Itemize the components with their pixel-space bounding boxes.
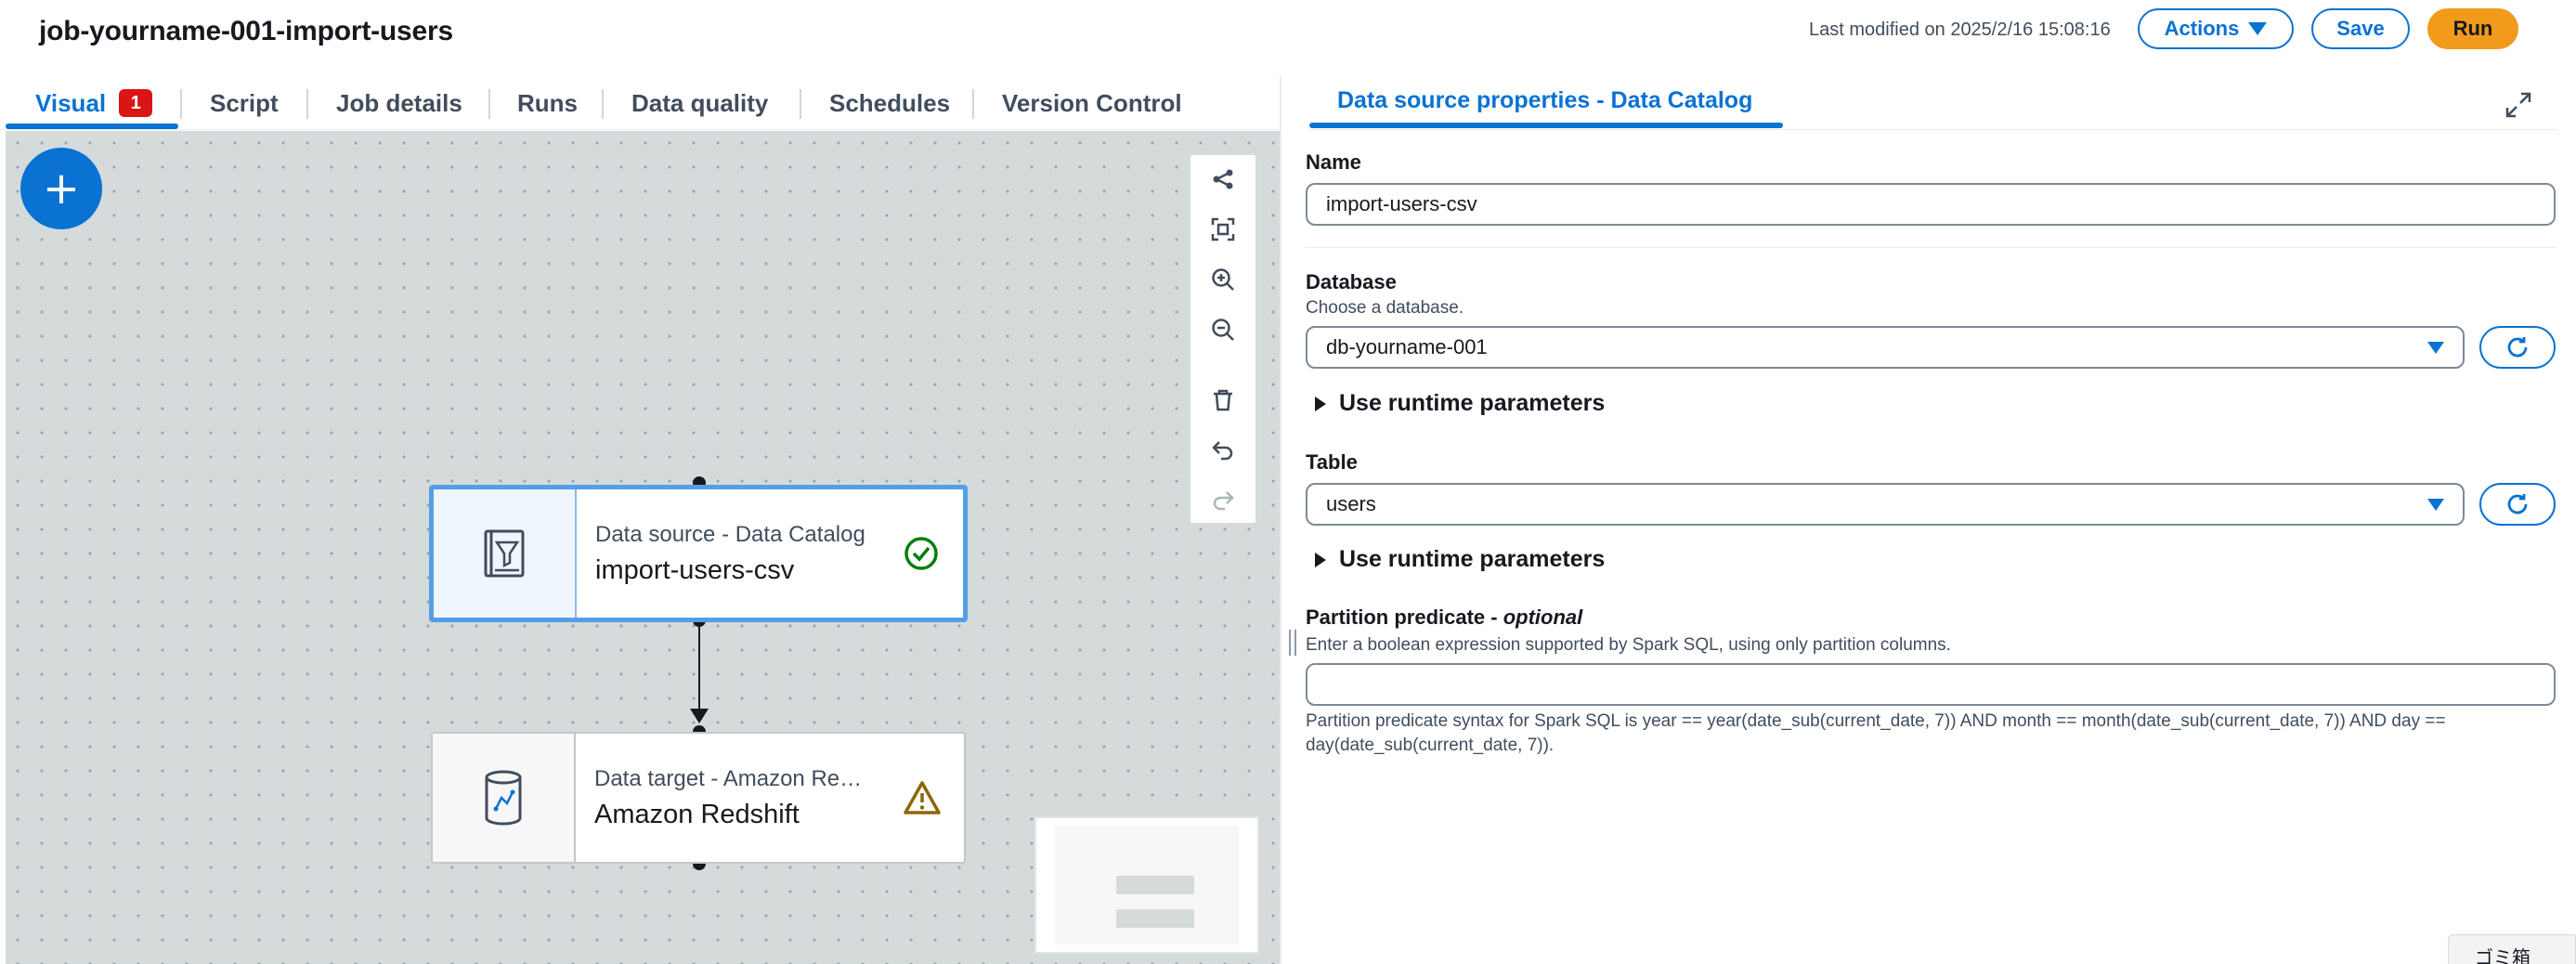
active-tab-indicator [1309, 123, 1783, 128]
canvas-minimap[interactable] [1034, 816, 1259, 954]
layout-icon[interactable] [1201, 157, 1245, 202]
tab-schedules[interactable]: Schedules [829, 88, 951, 117]
partition-predicate-description: Enter a boolean expression supported by … [1306, 635, 1951, 655]
caret-right-icon [1315, 552, 1326, 567]
database-selected-value: db-yourname-001 [1326, 335, 1488, 358]
zoom-in-icon[interactable] [1201, 257, 1245, 302]
database-select[interactable]: db-yourname-001 [1306, 326, 2465, 369]
panel-divider [1280, 76, 1281, 964]
tab-job-details[interactable]: Job details [336, 88, 462, 117]
undo-icon[interactable] [1201, 428, 1245, 473]
tab-divider [602, 89, 604, 119]
runtime-parameters-expander[interactable]: Use runtime parameters [1315, 546, 1605, 573]
panel-resize-handle[interactable] [1289, 630, 1296, 656]
tab-version-control[interactable]: Version Control [1002, 88, 1182, 117]
tab-divider [180, 89, 182, 119]
partition-predicate-input[interactable] [1306, 663, 2556, 706]
minimap-node [1116, 876, 1194, 894]
minimap-node [1116, 909, 1194, 928]
node-data-target[interactable]: Data target - Amazon Redshift Amazon Red… [431, 732, 966, 864]
refresh-icon [2507, 337, 2528, 358]
node-name-label: Amazon Redshift [594, 799, 800, 829]
tab-script[interactable]: Script [210, 88, 279, 117]
active-tab-indicator [6, 124, 178, 129]
database-label: Database [1306, 270, 1397, 293]
partition-predicate-hint: Partition predicate syntax for Spark SQL… [1306, 711, 2446, 755]
redo-icon[interactable] [1201, 478, 1245, 523]
expander-label: Use runtime parameters [1339, 390, 1606, 416]
tab-divider [306, 89, 308, 119]
partition-predicate-label: Partition predicate - optional [1306, 606, 1583, 629]
data-catalog-icon [484, 529, 525, 578]
chevron-down-icon [2427, 341, 2444, 354]
caret-right-icon [1315, 396, 1326, 411]
warning-icon [904, 781, 941, 814]
table-select[interactable]: users [1306, 483, 2465, 526]
expander-label: Use runtime parameters [1339, 546, 1606, 572]
delete-icon[interactable] [1201, 378, 1245, 423]
node-type-label: Data target - Amazon Redshift [594, 765, 873, 791]
trash-tab[interactable]: ゴミ箱 [2448, 934, 2576, 964]
chevron-down-icon [2427, 498, 2444, 511]
tab-divider [800, 89, 801, 119]
name-input[interactable]: import-users-csv [1306, 183, 2556, 226]
optional-marker: optional [1503, 606, 1583, 629]
save-button[interactable]: Save [2311, 8, 2410, 49]
visual-canvas[interactable]: + [6, 131, 1280, 964]
node-type-label: Data source - Data Catalog [595, 521, 865, 547]
tab-data-source-properties[interactable]: Data source properties - Data Catalog [1337, 87, 1753, 113]
actions-button[interactable]: Actions [2138, 8, 2294, 49]
error-count-badge: 1 [119, 89, 153, 117]
last-modified-text: Last modified on 2025/2/16 15:08:16 [1809, 20, 2111, 40]
job-tabs: Visual 1 Script Job details Runs Data qu… [0, 76, 1280, 130]
add-node-button[interactable]: + [20, 148, 102, 229]
node-icon-box [433, 734, 576, 862]
tab-runs[interactable]: Runs [517, 88, 578, 117]
actions-label: Actions [2164, 17, 2240, 40]
table-label: Table [1306, 450, 1358, 474]
name-label: Name [1306, 150, 1361, 174]
tab-label: Visual [35, 88, 107, 117]
fit-to-screen-icon[interactable] [1201, 207, 1245, 252]
arrow-head-icon [690, 709, 709, 723]
refresh-icon [2507, 494, 2528, 515]
node-icon-box [434, 489, 577, 618]
node-name-label: import-users-csv [595, 554, 795, 585]
refresh-table-button[interactable] [2479, 483, 2556, 526]
check-circle-icon [904, 537, 938, 570]
database-description: Choose a database. [1306, 298, 1464, 318]
run-button[interactable]: Run [2427, 8, 2518, 49]
chevron-down-icon [2248, 22, 2268, 35]
node-data-source[interactable]: Data source - Data Catalog import-users-… [429, 485, 968, 622]
tab-visual[interactable]: Visual 1 [35, 76, 153, 130]
table-selected-value: users [1326, 492, 1376, 515]
zoom-out-icon[interactable] [1201, 307, 1245, 352]
tab-divider [972, 89, 974, 119]
expand-icon[interactable] [2504, 91, 2532, 119]
job-title: job-yourname-001-import-users [39, 16, 453, 46]
canvas-toolbar [1190, 155, 1255, 523]
tab-data-quality[interactable]: Data quality [631, 88, 769, 117]
edge-connector [698, 619, 700, 722]
refresh-database-button[interactable] [2479, 326, 2556, 369]
redshift-database-icon [485, 770, 522, 826]
runtime-parameters-expander[interactable]: Use runtime parameters [1315, 390, 1605, 417]
tab-divider [488, 89, 490, 119]
